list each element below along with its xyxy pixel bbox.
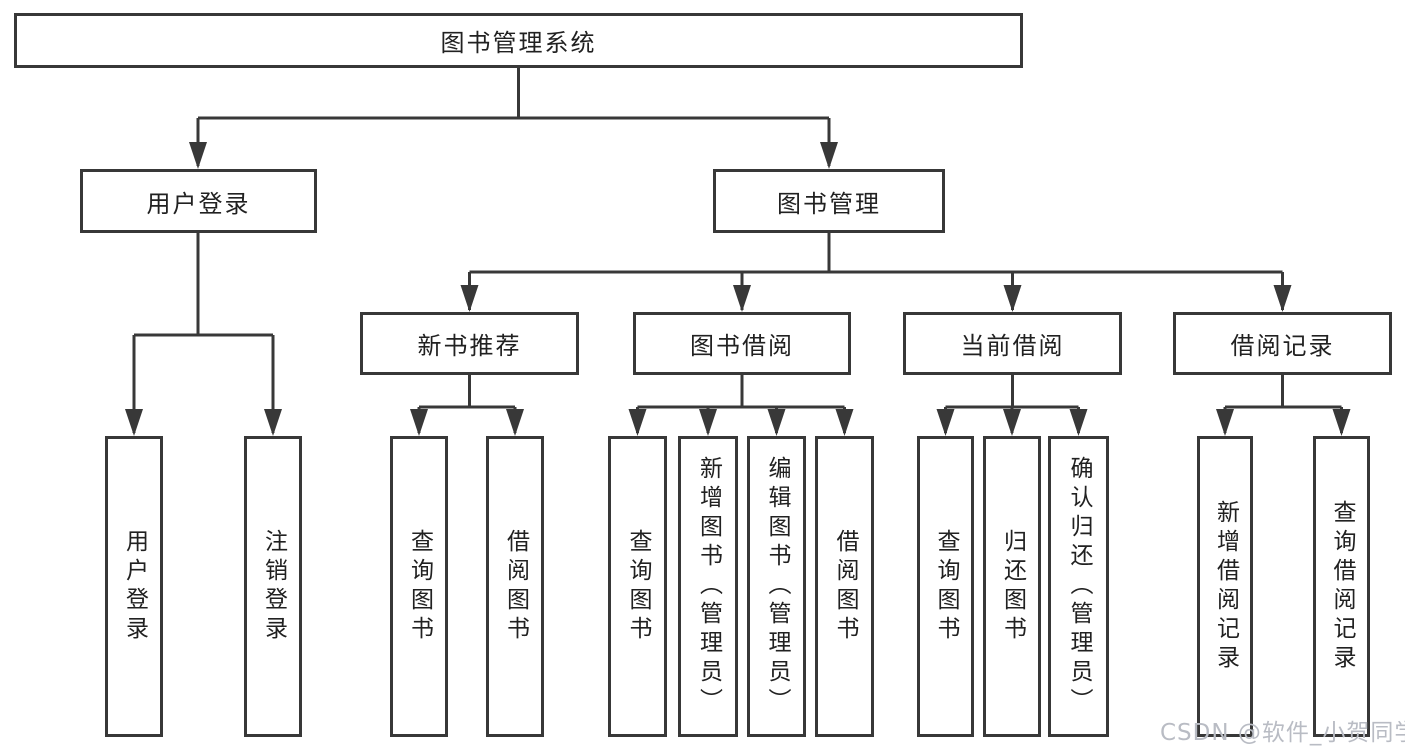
leaf-add-books-admin: 新增图书（管理员）: [678, 436, 738, 737]
arrowhead: [1216, 409, 1234, 436]
leaf-borrow-books: 借阅图书: [815, 436, 874, 737]
arrowhead: [410, 409, 428, 436]
leaf-edit-books-admin: 编辑图书（管理员）: [747, 436, 806, 737]
csdn-watermark: CSDN @软件_小贺同学: [1160, 720, 1405, 746]
connector-new-book-rec-branch: [417, 375, 517, 433]
node-root: 图书管理系统: [14, 13, 1023, 68]
connector-user-login-branch: [132, 233, 275, 433]
arrowhead: [189, 142, 207, 169]
arrowhead: [1069, 409, 1088, 436]
arrowhead: [1273, 285, 1292, 312]
leaf-borrow-books-rec: 借阅图书: [486, 436, 544, 737]
connector-root-to-level2: [196, 68, 831, 166]
arrowhead: [125, 409, 143, 436]
leaf-confirm-return-admin: 确认归还（管理员）: [1048, 436, 1109, 737]
leaf-logout: 注销登录: [244, 436, 302, 737]
leaf-user-login: 用户登录: [105, 436, 163, 737]
arrowhead: [1332, 409, 1351, 436]
connector-book-mgmt-branch: [468, 233, 1284, 310]
node-book-mgmt: 图书管理: [713, 169, 945, 233]
arrowhead: [835, 409, 854, 436]
arrowhead: [699, 409, 717, 436]
node-borrow-records: 借阅记录: [1173, 312, 1392, 375]
arrowhead: [936, 409, 955, 436]
connector-borrow-records-branch: [1223, 375, 1343, 433]
connector-book-borrow-branch: [636, 375, 846, 433]
arrowhead: [1003, 409, 1021, 436]
arrowhead: [460, 285, 479, 312]
node-new-book-rec: 新书推荐: [360, 312, 579, 375]
arrowhead: [628, 409, 647, 436]
leaf-return-books: 归还图书: [983, 436, 1041, 737]
leaf-query-books-borrow: 查询图书: [608, 436, 667, 737]
leaf-query-borrow-record: 查询借阅记录: [1313, 436, 1370, 737]
arrowhead: [264, 409, 282, 436]
arrowhead: [733, 285, 751, 312]
leaf-query-books-rec: 查询图书: [390, 436, 448, 737]
node-current-borrow: 当前借阅: [903, 312, 1122, 375]
leaf-query-books-current: 查询图书: [917, 436, 974, 737]
node-user-login: 用户登录: [80, 169, 317, 233]
arrowhead: [1003, 285, 1022, 312]
arrowhead: [506, 409, 524, 436]
arrowhead: [767, 409, 786, 436]
leaf-add-borrow-record: 新增借阅记录: [1197, 436, 1253, 737]
arrowhead: [820, 142, 838, 169]
node-book-borrow: 图书借阅: [633, 312, 851, 375]
